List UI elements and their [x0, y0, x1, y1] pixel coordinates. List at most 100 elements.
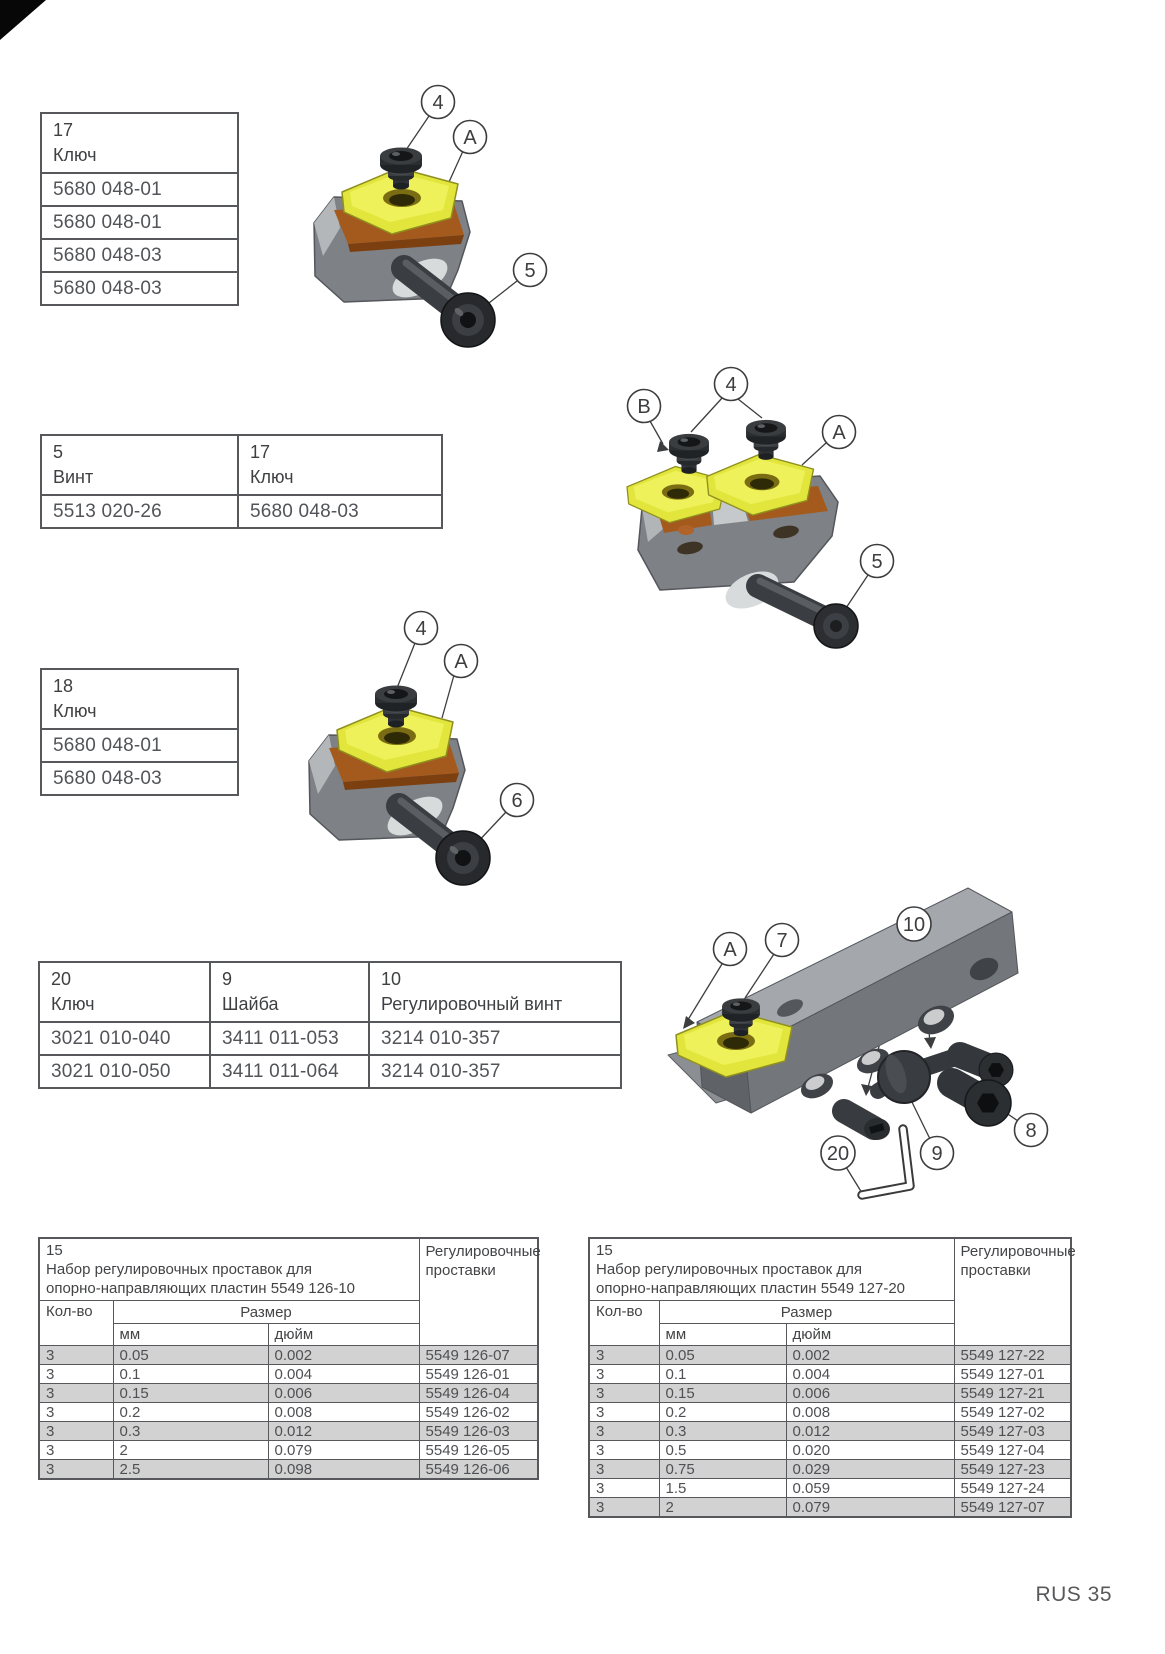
table-header-row: 5 Винт 17 Ключ — [40, 434, 443, 496]
svg-text:8: 8 — [1025, 1120, 1036, 1142]
leader-line — [908, 1095, 931, 1140]
table-cell: 3411 011-064 — [209, 1054, 370, 1089]
table-cell: 0.1 — [112, 1364, 269, 1384]
callout-10-badge: 10 — [896, 906, 932, 942]
table-cell: 0.3 — [112, 1421, 269, 1441]
table-cell: 5549 126-03 — [418, 1421, 539, 1441]
table-cell: 3021 010-050 — [38, 1054, 211, 1089]
table-cell: 0.2 — [658, 1402, 787, 1422]
clamp-assembly — [309, 686, 490, 886]
table-header-row: 20 Ключ 9 Шайба 10 Регулировочный винт — [38, 961, 622, 1023]
insert-screw-right — [746, 419, 786, 460]
svg-text:5: 5 — [524, 260, 535, 282]
table-subheader-row: Кол-во Размер — [588, 1300, 1071, 1346]
shim-title-cell: 15 Набор регулировочных проставок для оп… — [588, 1237, 955, 1301]
table-cell: 0.079 — [785, 1497, 955, 1518]
svg-text:A: A — [723, 939, 737, 961]
size-column-header: Размер — [112, 1300, 420, 1324]
table-cell: 0.012 — [785, 1421, 955, 1441]
table-subheader-row: Кол-во Размер — [38, 1300, 538, 1346]
svg-text:A: A — [454, 651, 468, 673]
table-header-row: 15 Набор регулировочных проставок для оп… — [38, 1237, 541, 1346]
leader-line — [685, 963, 723, 1024]
callout-b-badge: B — [626, 388, 662, 424]
table-row: 5680 048-03 — [40, 761, 239, 796]
table-header-cell: 17 Ключ — [237, 434, 443, 496]
part-ref: 5 — [53, 441, 64, 462]
shim-right-line: Регулировочные — [960, 1243, 1076, 1260]
qty-column-header: Кол-во — [588, 1300, 660, 1346]
diagram-clamp-single-18: 4 A 6 — [290, 610, 535, 902]
part-title: Ключ — [250, 467, 294, 487]
table-header-row: 15 Набор регулировочных проставок для оп… — [588, 1237, 1076, 1346]
size-column-header: Размер — [658, 1300, 955, 1324]
callout-4-badge: 4 — [713, 366, 749, 402]
leader-line — [801, 442, 827, 466]
table-cell: 5549 127-23 — [953, 1459, 1072, 1479]
leader-line — [396, 642, 416, 689]
table-cell: 3 — [588, 1345, 660, 1365]
table-cell: 0.002 — [785, 1345, 955, 1365]
table-cell: 0.006 — [267, 1383, 420, 1403]
table-cell: 3 — [588, 1402, 660, 1422]
diagram-clamp-single-17: 4 A 5 — [300, 84, 548, 355]
table-cell: 5680 048-03 — [40, 238, 239, 273]
qty-column-header: Кол-во — [38, 1300, 114, 1346]
table-cell: 5680 048-01 — [40, 205, 239, 240]
table-cell: 0.079 — [267, 1440, 420, 1460]
callout-4-badge: 4 — [420, 84, 456, 120]
parts-table-adjusting: 20 Ключ 9 Шайба 10 Регулировочный винт 3… — [38, 961, 622, 1089]
table-cell: 0.2 — [112, 1402, 269, 1422]
table-cell: 0.15 — [658, 1383, 787, 1403]
leader-line — [448, 150, 464, 183]
table-cell: 0.012 — [267, 1421, 420, 1441]
part-title: Регулировочный винт — [381, 994, 563, 1014]
leader-line — [690, 396, 724, 433]
svg-text:6: 6 — [511, 790, 522, 812]
table-cell: 5549 126-02 — [418, 1402, 539, 1422]
callout-9-badge: 9 — [919, 1135, 955, 1171]
callout-a-badge: A — [712, 931, 748, 967]
table-cell: 0.004 — [267, 1364, 420, 1384]
table-cell: 5549 127-22 — [953, 1345, 1072, 1365]
table-cell: 5680 048-01 — [40, 172, 239, 207]
part-title: Ключ — [53, 145, 97, 165]
leader-line — [649, 420, 664, 445]
table-cell: 0.098 — [267, 1459, 420, 1480]
table-cell: 5549 126-05 — [418, 1440, 539, 1460]
svg-text:B: B — [637, 396, 650, 418]
table-cell: 5513 020-26 — [40, 494, 239, 529]
table-cell: 5549 127-07 — [953, 1497, 1072, 1518]
table-cell: 3 — [38, 1459, 114, 1480]
part-title: Ключ — [53, 701, 97, 721]
table-cell: 3 — [38, 1345, 114, 1365]
table-cell: 3 — [38, 1364, 114, 1384]
table-cell: 5549 127-02 — [953, 1402, 1072, 1422]
callout-5-badge: 5 — [859, 543, 895, 579]
callout-4-badge: 4 — [403, 610, 439, 646]
table-row: 5680 048-03 — [40, 238, 239, 273]
table-cell: 5549 127-04 — [953, 1440, 1072, 1460]
table-cell: 2.5 — [112, 1459, 269, 1480]
part-ref: 10 — [381, 968, 402, 989]
table-header-cell: 18 Ключ — [40, 668, 239, 730]
table-cell: 3 — [38, 1383, 114, 1403]
svg-text:9: 9 — [931, 1143, 942, 1165]
part-ref: 18 — [53, 675, 74, 696]
shim-title-line: Набор регулировочных проставок для — [46, 1261, 312, 1278]
